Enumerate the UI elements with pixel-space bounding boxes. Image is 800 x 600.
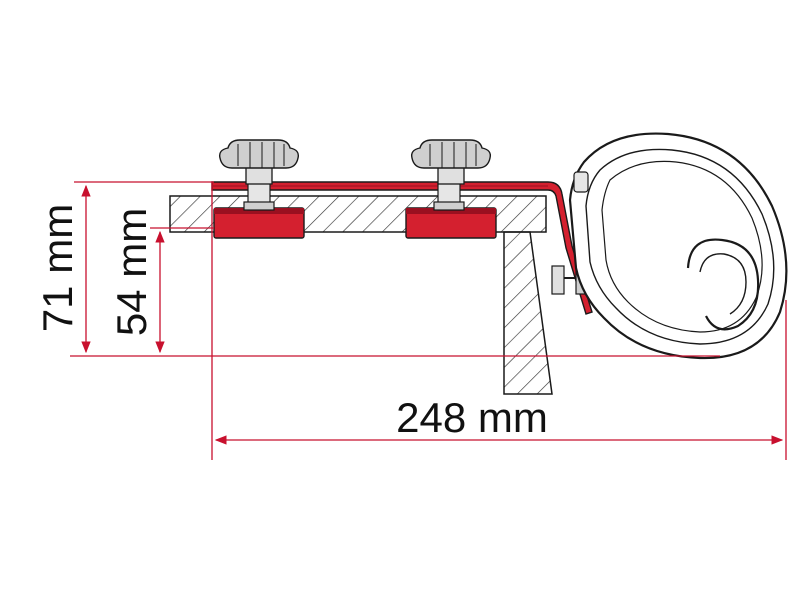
label-width-total: 248 mm [396,394,548,441]
dimension-lines [70,181,787,460]
awning-casing-icon [568,132,788,360]
label-height-total: 71 mm [34,204,81,332]
bracket-plate [211,181,593,315]
bolt-icon [243,181,465,211]
label-height-inner: 54 mm [108,208,155,336]
roof-rail-vertical [503,231,553,395]
knob-icon [218,139,492,185]
